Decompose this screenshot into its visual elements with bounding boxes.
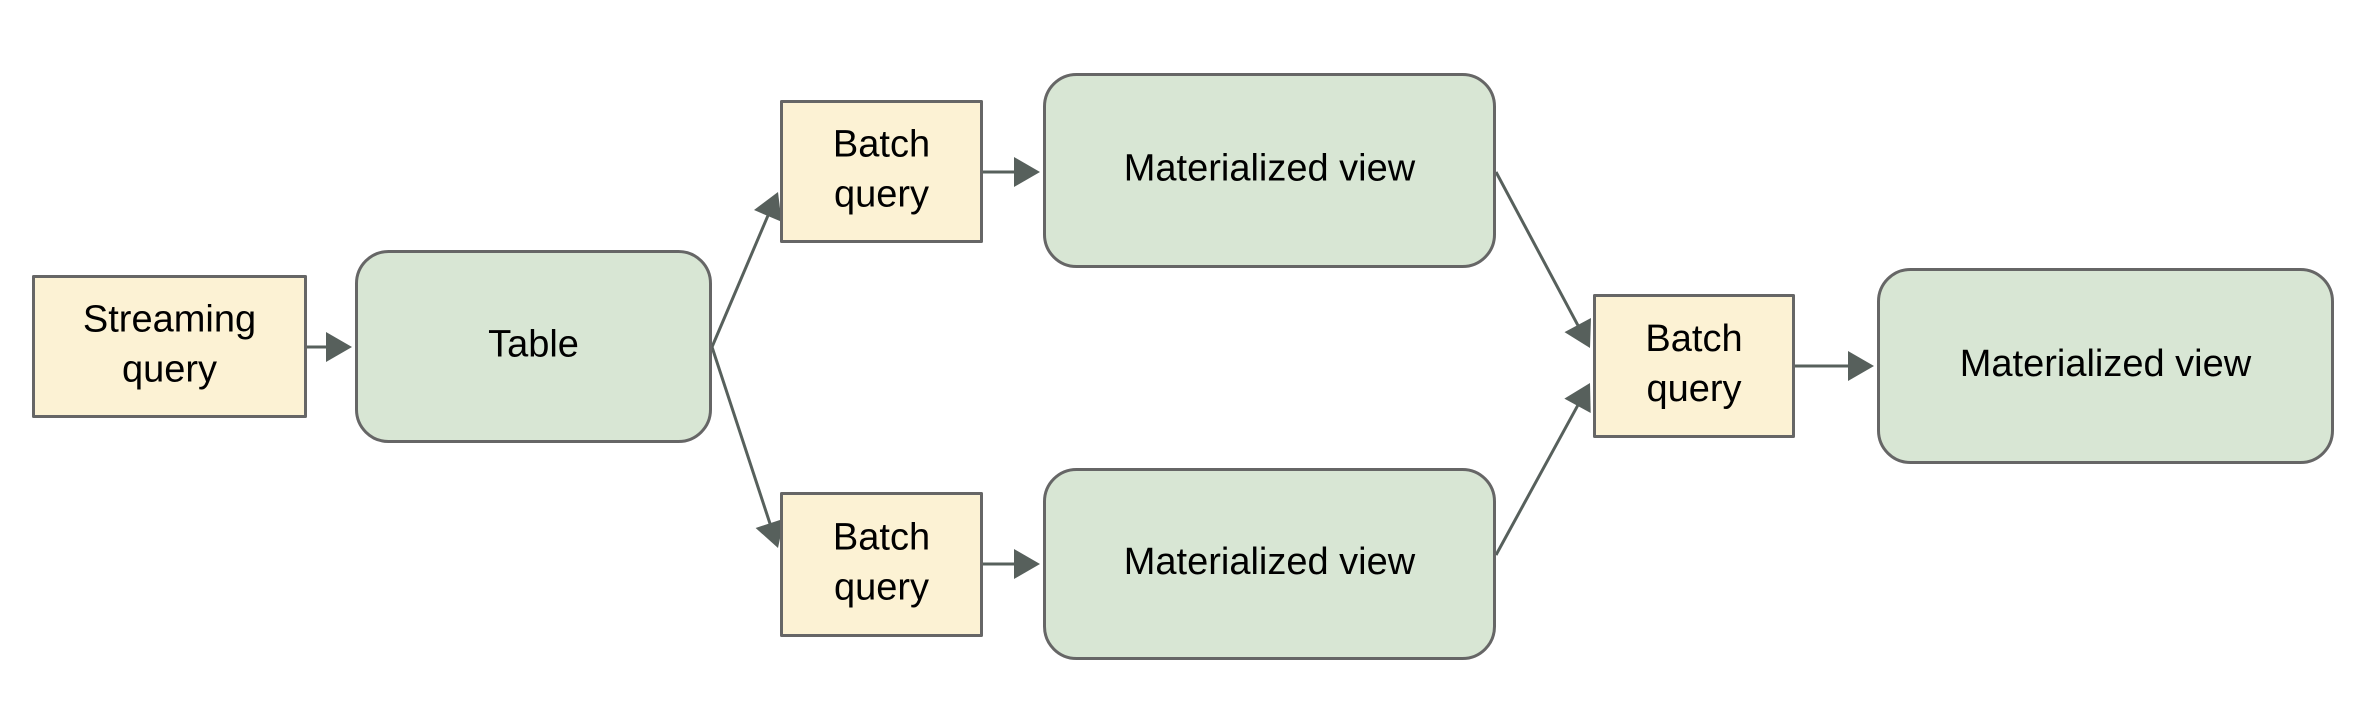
edge-line — [1494, 403, 1580, 556]
edge-batch-top-to-mv-top — [983, 157, 1040, 187]
node-shape-store — [355, 250, 712, 443]
arrowhead-icon — [1848, 351, 1874, 381]
node-shape-store — [1043, 73, 1496, 268]
arrowhead-icon — [1014, 549, 1040, 579]
arrowhead-icon — [755, 518, 785, 548]
node-label: Table — [488, 324, 579, 366]
node-batch-query-top[interactable]: Batch query — [780, 100, 983, 243]
node-materialized-view-final[interactable]: Materialized view — [1877, 268, 2334, 464]
node-label: query — [834, 567, 929, 609]
arrowhead-icon — [1564, 317, 1591, 348]
arrowhead-icon — [754, 192, 782, 222]
edge-batch-merge-to-mv-final — [1795, 351, 1874, 381]
edge-line — [1494, 171, 1581, 328]
node-label: Materialized view — [1124, 541, 1416, 583]
node-shape-process — [32, 275, 307, 418]
edge-table-to-batch-bottom — [710, 346, 785, 548]
node-batch-query-merge[interactable]: Batch query — [1593, 294, 1795, 438]
edges-layer — [307, 157, 1874, 579]
node-label: Streaming — [83, 299, 256, 341]
arrowhead-icon — [326, 332, 352, 362]
edge-batch-bottom-to-mv-bottom — [983, 549, 1040, 579]
node-shape-store — [1877, 268, 2334, 464]
arrowhead-icon — [1014, 157, 1040, 187]
edge-mv-top-to-batch-merge — [1494, 171, 1591, 348]
node-label: Materialized view — [1960, 343, 2252, 385]
node-batch-query-bottom[interactable]: Batch query — [780, 492, 983, 637]
nodes-layer: StreamingqueryTableBatchqueryMaterialize… — [32, 73, 2334, 660]
node-label: Materialized view — [1124, 148, 1416, 190]
node-table[interactable]: Table — [355, 250, 712, 443]
node-label: query — [122, 349, 217, 391]
node-shape-process — [1593, 294, 1795, 438]
edge-line — [710, 346, 772, 526]
node-label: Batch — [1645, 318, 1742, 360]
node-materialized-view-top[interactable]: Materialized view — [1043, 73, 1496, 268]
node-shape-process — [780, 492, 983, 637]
node-label: Batch — [833, 124, 930, 166]
edge-line — [710, 213, 770, 348]
edge-table-to-batch-top — [710, 192, 782, 348]
node-shape-process — [780, 100, 983, 243]
node-label: Batch — [833, 517, 930, 559]
node-streaming-query[interactable]: Streaming query — [32, 275, 307, 418]
node-materialized-view-bottom[interactable]: Materialized view — [1043, 468, 1496, 660]
edge-streaming-to-table — [307, 332, 352, 362]
edge-mv-bottom-to-batch-merge — [1494, 383, 1591, 556]
node-label: query — [834, 174, 929, 216]
node-shape-store — [1043, 468, 1496, 660]
arrowhead-icon — [1564, 383, 1591, 414]
node-label: query — [1646, 368, 1741, 410]
